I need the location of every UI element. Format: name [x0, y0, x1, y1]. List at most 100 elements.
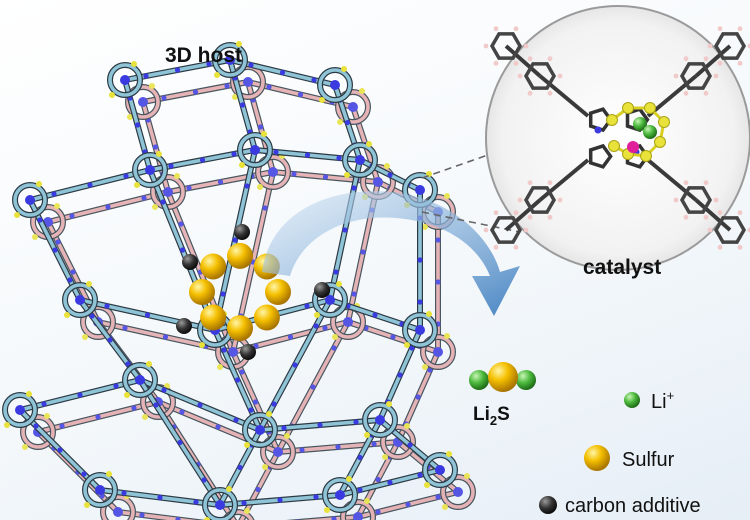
porphyrin-center — [243, 77, 253, 87]
framework-nitrogen-atom — [273, 149, 279, 155]
porphyrin-center — [250, 145, 260, 155]
framework-sulfur-atom — [109, 92, 115, 98]
framework-sulfur-atom — [36, 181, 42, 187]
framework-nitrogen-atom — [179, 409, 185, 415]
framework-sulfur-atom — [124, 392, 130, 398]
hydrogen-atom — [547, 56, 553, 62]
framework-nitrogen-atom — [87, 182, 93, 188]
li2s-tail: S — [497, 404, 510, 425]
porphyrin-node — [83, 473, 117, 507]
carbon-additive-particle — [182, 254, 198, 270]
porphyrin-node — [63, 283, 97, 317]
framework-sulfur-atom — [262, 464, 268, 470]
framework-nitrogen-atom — [143, 73, 149, 79]
catalyst-label: catalyst — [583, 256, 661, 279]
legend-li-ion-text: Li — [651, 391, 667, 413]
framework-nitrogen-atom — [95, 414, 101, 420]
framework-nitrogen-atom — [179, 247, 186, 253]
framework-nitrogen-atom — [333, 269, 339, 275]
porphyrin-center — [435, 465, 445, 475]
framework-sulfur-atom — [341, 66, 347, 72]
phenyl-ring — [523, 62, 557, 90]
catalyst-arm-bond — [538, 74, 590, 118]
framework-nitrogen-atom — [134, 122, 141, 128]
porphyrin-node — [421, 335, 455, 369]
framework-nitrogen-atom — [248, 407, 254, 413]
framework-nitrogen-atom — [304, 303, 310, 309]
framework-nitrogen-atom — [266, 84, 272, 90]
legend-carbon-additive-label: carbon additive — [565, 495, 701, 517]
hydrogen-atom — [523, 227, 529, 233]
pyrrole-ring — [588, 143, 613, 169]
framework-sulfur-atom — [106, 471, 112, 477]
framework-sulfur-atom — [26, 391, 32, 397]
framework-nitrogen-atom — [233, 417, 239, 423]
framework-sulfur-atom — [442, 504, 448, 510]
phenyl-ring — [489, 216, 523, 244]
porphyrin-node — [256, 155, 290, 189]
framework-sulfur-atom — [64, 312, 70, 318]
porphyrin-center — [268, 167, 278, 177]
porphyrin-center — [343, 317, 353, 327]
framework-nitrogen-atom — [52, 247, 58, 253]
porphyrin-center — [273, 447, 283, 457]
framework-nitrogen-atom — [104, 303, 110, 309]
framework-sulfur-atom — [14, 212, 20, 218]
framework-sulfur-atom — [346, 476, 352, 482]
sulfur-carbon-cluster — [176, 224, 330, 360]
framework-sulfur-atom — [156, 151, 162, 157]
framework-nitrogen-atom — [37, 217, 43, 223]
hydrogen-atom — [747, 43, 750, 49]
framework-sulfur-atom — [337, 119, 343, 125]
hydrogen-atom — [707, 227, 713, 233]
hydrogen-atom — [707, 43, 713, 49]
framework-nitrogen-atom — [291, 171, 297, 177]
framework-nitrogen-atom — [417, 299, 423, 305]
phenyl-ring — [523, 186, 557, 214]
framework-nitrogen-atom — [299, 447, 305, 453]
hydrogen-atom — [683, 214, 689, 220]
framework-nitrogen-atom — [175, 516, 181, 520]
framework-nitrogen-atom — [178, 221, 184, 227]
framework-nitrogen-atom — [41, 401, 47, 407]
framework-sulfur-atom — [244, 508, 250, 514]
hydrogen-atom — [483, 43, 489, 49]
framework-sulfur-atom — [54, 203, 60, 209]
polysulfide-sulfur-atom — [644, 102, 656, 114]
sulfur-ring-atom — [227, 315, 253, 342]
porphyrin-center — [433, 347, 443, 357]
framework-nitrogen-atom — [70, 269, 76, 275]
framework-nitrogen-atom — [342, 227, 348, 233]
framework-sulfur-atom — [257, 184, 263, 190]
catalyst-arm-bond — [504, 198, 542, 232]
framework-nitrogen-atom — [153, 402, 159, 408]
framework-nitrogen-atom — [57, 447, 63, 453]
polysulfide-sulfur-atom — [658, 116, 670, 128]
polysulfide-sulfur-atom — [622, 102, 634, 114]
framework-sulfur-atom — [404, 423, 410, 429]
hydrogen-atom — [493, 210, 499, 216]
framework-nitrogen-atom — [168, 163, 174, 169]
porphyrin-node — [243, 413, 277, 447]
hydrogen-atom — [513, 60, 519, 66]
framework-nitrogen-atom — [313, 494, 319, 500]
porphyrin-center — [373, 177, 383, 187]
framework-sulfur-atom — [44, 413, 50, 419]
framework-sulfur-atom — [444, 193, 450, 199]
carbon-additive-particle — [176, 318, 192, 334]
framework-nitrogen-atom — [199, 157, 206, 163]
framework-nitrogen-atom — [177, 439, 183, 446]
hydrogen-atom — [493, 26, 499, 32]
framework-sulfur-atom — [32, 234, 38, 240]
framework-nitrogen-atom — [335, 444, 341, 450]
framework-sulfur-atom — [364, 498, 370, 504]
framework-nitrogen-atom — [217, 179, 224, 185]
framework-nitrogen-atom — [231, 151, 237, 157]
porphyrin-node — [441, 475, 475, 509]
hydrogen-atom — [517, 73, 523, 79]
porphyrin-center — [15, 405, 25, 415]
framework-sulfur-atom — [82, 334, 88, 340]
framework-sulfur-atom — [236, 41, 242, 47]
sulfur-ring-atom — [200, 304, 227, 331]
